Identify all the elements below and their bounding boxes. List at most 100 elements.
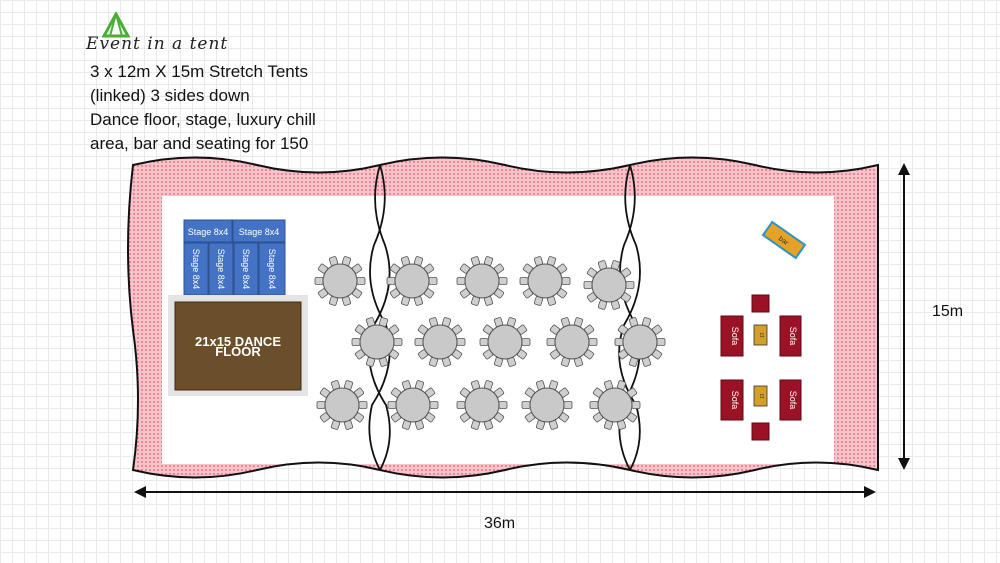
sofa-label: Sofa xyxy=(788,327,798,346)
chair xyxy=(387,401,397,409)
table-top xyxy=(322,263,358,299)
chair xyxy=(546,338,556,346)
sofa xyxy=(779,379,802,421)
sofa-label: Sofa xyxy=(788,391,798,410)
chair xyxy=(656,338,666,346)
chair xyxy=(456,277,466,285)
round-table xyxy=(456,256,508,306)
table-top xyxy=(395,387,431,423)
round-tables xyxy=(314,256,666,430)
stage-label: Stage 8x4 xyxy=(267,249,277,290)
dimension-arrows xyxy=(134,163,910,498)
round-table xyxy=(414,317,466,367)
stage-label: Stage 8x4 xyxy=(216,249,226,290)
round-table xyxy=(521,380,573,430)
arrow-head-icon xyxy=(898,163,910,175)
chair xyxy=(456,338,466,346)
chair xyxy=(428,277,438,285)
table-top xyxy=(622,324,658,360)
chair xyxy=(356,277,366,285)
round-table xyxy=(387,380,439,430)
pouf xyxy=(751,422,770,441)
sofa-label: Sofa xyxy=(730,391,740,410)
chair xyxy=(393,338,403,346)
stage: Stage 8x4 Stage 8x4 Stage 8x4 Stage 8x4 … xyxy=(183,219,286,296)
chair xyxy=(498,277,508,285)
chair xyxy=(456,401,466,409)
chair xyxy=(588,338,598,346)
table-top xyxy=(529,387,565,423)
chair xyxy=(314,277,324,285)
round-table xyxy=(546,317,598,367)
stage-label: Stage 8x4 xyxy=(191,249,201,290)
bar: bar xyxy=(761,220,807,260)
table-top xyxy=(597,387,633,423)
chair xyxy=(563,401,573,409)
chair xyxy=(498,401,508,409)
sofa-label: Sofa xyxy=(730,327,740,346)
description-line: 3 x 12m X 15m Stretch Tents xyxy=(90,62,308,81)
table-top xyxy=(359,324,395,360)
chair xyxy=(429,401,439,409)
dance-floor-label: 21x15 DANCE xyxy=(195,334,281,349)
chair xyxy=(614,338,624,346)
table-top xyxy=(324,387,360,423)
width-label: 36m xyxy=(484,515,516,532)
dance-floor: 21x15 DANCE FLOOR xyxy=(168,295,308,396)
sofa xyxy=(720,379,744,421)
arrow-head-icon xyxy=(864,486,876,498)
table-top xyxy=(422,324,458,360)
chair xyxy=(521,338,531,346)
stage-label: Stage 8x4 xyxy=(239,227,280,237)
dance-floor-label: FLOOR xyxy=(215,344,261,359)
coffee-table xyxy=(753,324,768,346)
description: 3 x 12m X 15m Stretch Tents (linked) 3 s… xyxy=(90,60,316,156)
chair xyxy=(521,401,531,409)
round-table xyxy=(614,317,666,367)
description-line: Dance floor, stage, luxury chill xyxy=(90,110,316,129)
coffee-table-label: ct xyxy=(758,394,764,399)
height-label: 15m xyxy=(932,303,964,320)
chair xyxy=(386,277,396,285)
round-table xyxy=(589,380,641,430)
round-table xyxy=(519,256,571,306)
chair xyxy=(583,281,593,289)
arrow-head-icon xyxy=(898,458,910,470)
description-line: area, bar and seating for 150 xyxy=(90,134,309,153)
logo: Event in a tent xyxy=(86,12,246,60)
chair xyxy=(631,401,641,409)
table-top xyxy=(591,267,627,303)
table-top xyxy=(554,324,590,360)
round-table xyxy=(351,317,403,367)
round-table xyxy=(456,380,508,430)
round-table xyxy=(386,256,438,306)
chair xyxy=(479,338,489,346)
chair xyxy=(414,338,424,346)
chair xyxy=(358,401,368,409)
coffee-table-label: ct xyxy=(758,333,764,338)
chair xyxy=(519,277,529,285)
logo-text: Event in a tent xyxy=(86,34,229,54)
arrow-head-icon xyxy=(134,486,146,498)
chair xyxy=(561,277,571,285)
chair xyxy=(589,401,599,409)
table-top xyxy=(487,324,523,360)
round-table xyxy=(316,380,368,430)
tent-logo-icon xyxy=(101,12,131,38)
sofa xyxy=(779,315,802,357)
table-top xyxy=(394,263,430,299)
stage-label: Stage 8x4 xyxy=(241,249,251,290)
chill-area: bar Sofa ct Sofa Sofa ct Sofa xyxy=(720,220,807,441)
table-top xyxy=(527,263,563,299)
chair xyxy=(625,281,635,289)
sofa xyxy=(720,315,744,357)
table-top xyxy=(464,387,500,423)
round-table xyxy=(583,260,635,310)
chair xyxy=(316,401,326,409)
coffee-table xyxy=(753,385,768,407)
round-table xyxy=(479,317,531,367)
chair xyxy=(351,338,361,346)
description-line: (linked) 3 sides down xyxy=(90,86,250,105)
table-top xyxy=(464,263,500,299)
